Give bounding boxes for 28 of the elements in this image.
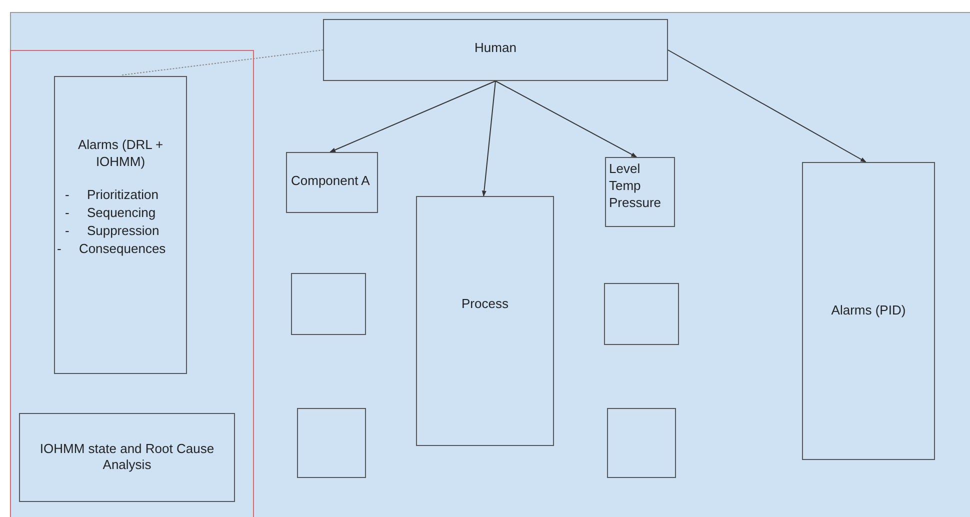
empty-box <box>604 283 679 345</box>
list-item: - Consequences <box>57 241 166 258</box>
list-item: - Prioritization <box>64 187 158 204</box>
box-label: Level Temp Pressure <box>609 161 662 212</box>
process-box <box>323 19 668 81</box>
process-box <box>19 413 235 502</box>
arrow <box>329 80 496 152</box>
empty-box <box>10 50 254 517</box>
list-item: - Sequencing <box>64 205 156 222</box>
box-label: Alarms (PID) <box>830 302 907 320</box>
box-label: Process <box>460 296 510 313</box>
list-item: - Suppression <box>64 223 160 240</box>
dotted-connector <box>122 50 324 76</box>
box-label: Component A <box>291 173 370 190</box>
process-box <box>54 76 187 374</box>
process-box <box>802 162 935 460</box>
process-box <box>416 196 554 446</box>
empty-box <box>297 408 366 478</box>
arrow <box>495 80 638 158</box>
empty-box <box>291 273 366 335</box>
box-label: IOHMM state and Root Cause Analysis <box>38 440 216 474</box>
process-box <box>605 157 675 227</box>
arrow <box>668 50 866 162</box>
arrow <box>482 80 496 197</box>
empty-box <box>607 408 676 478</box>
process-box <box>286 152 378 213</box>
box-heading: Alarms (DRL + IOHMM) <box>76 137 164 171</box>
box-label: Human <box>474 40 518 57</box>
